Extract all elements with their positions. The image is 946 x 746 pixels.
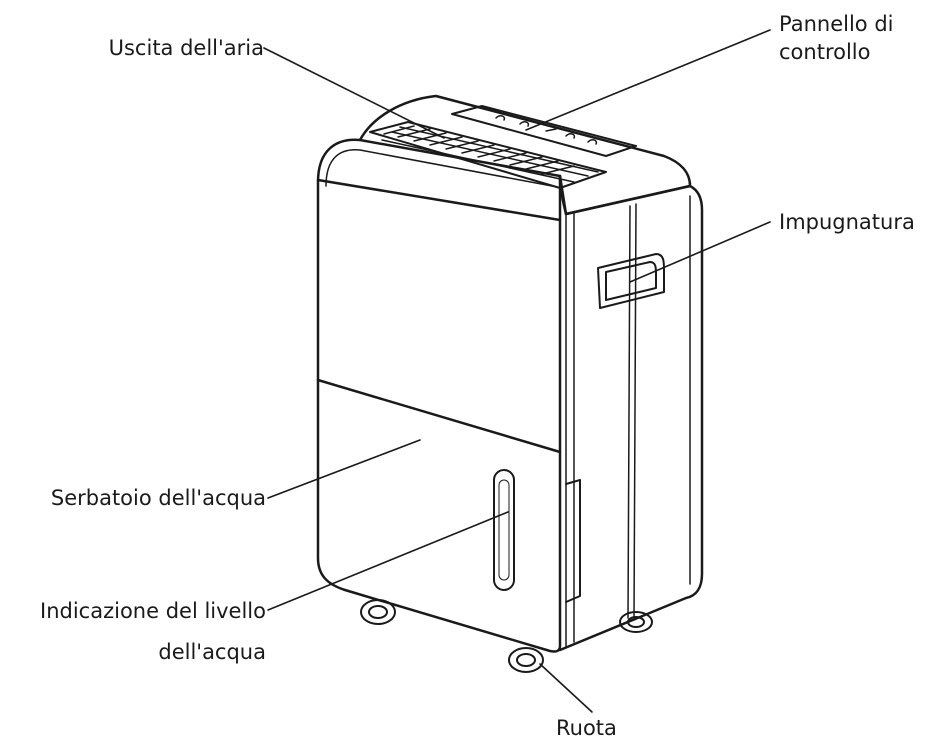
label-control-panel: Pannello di controllo [779,10,894,66]
label-water-level-line1: Indicazione del livello [40,599,266,623]
wheel-front-right [508,647,544,673]
label-air-outlet: Uscita dell'aria [108,36,264,60]
leader-lines [263,29,771,713]
leader-water-level [267,511,509,611]
label-handle: Impugnatura [779,210,915,234]
front-panel [316,138,562,653]
leader-water-tank [267,439,421,499]
tank-seam [316,378,562,454]
label-water-tank: Serbatoio dell'acqua [50,486,266,510]
handle [597,253,665,309]
side-recess [565,479,581,603]
label-control-panel-line1: Pannello di [779,12,894,36]
front-panel-rim [325,149,553,187]
side-panel [558,174,704,652]
leader-control-panel [525,29,771,131]
leader-air-outlet [263,47,445,139]
leader-wheel [539,663,593,713]
label-control-panel-line2: controllo [779,40,871,64]
upper-seam [316,178,562,222]
water-level-window-inner [498,479,510,581]
wheel-front-left [360,599,396,625]
wheel-rear [619,611,653,633]
side-panel-inner-edge [565,195,691,647]
side-seam [627,203,637,619]
control-panel [451,105,637,157]
label-wheel: Ruota [556,716,617,740]
air-outlet-grille [369,121,607,189]
leader-handle [629,221,771,283]
water-level-window [493,469,515,591]
label-water-level-line2: dell'acqua [158,640,266,664]
